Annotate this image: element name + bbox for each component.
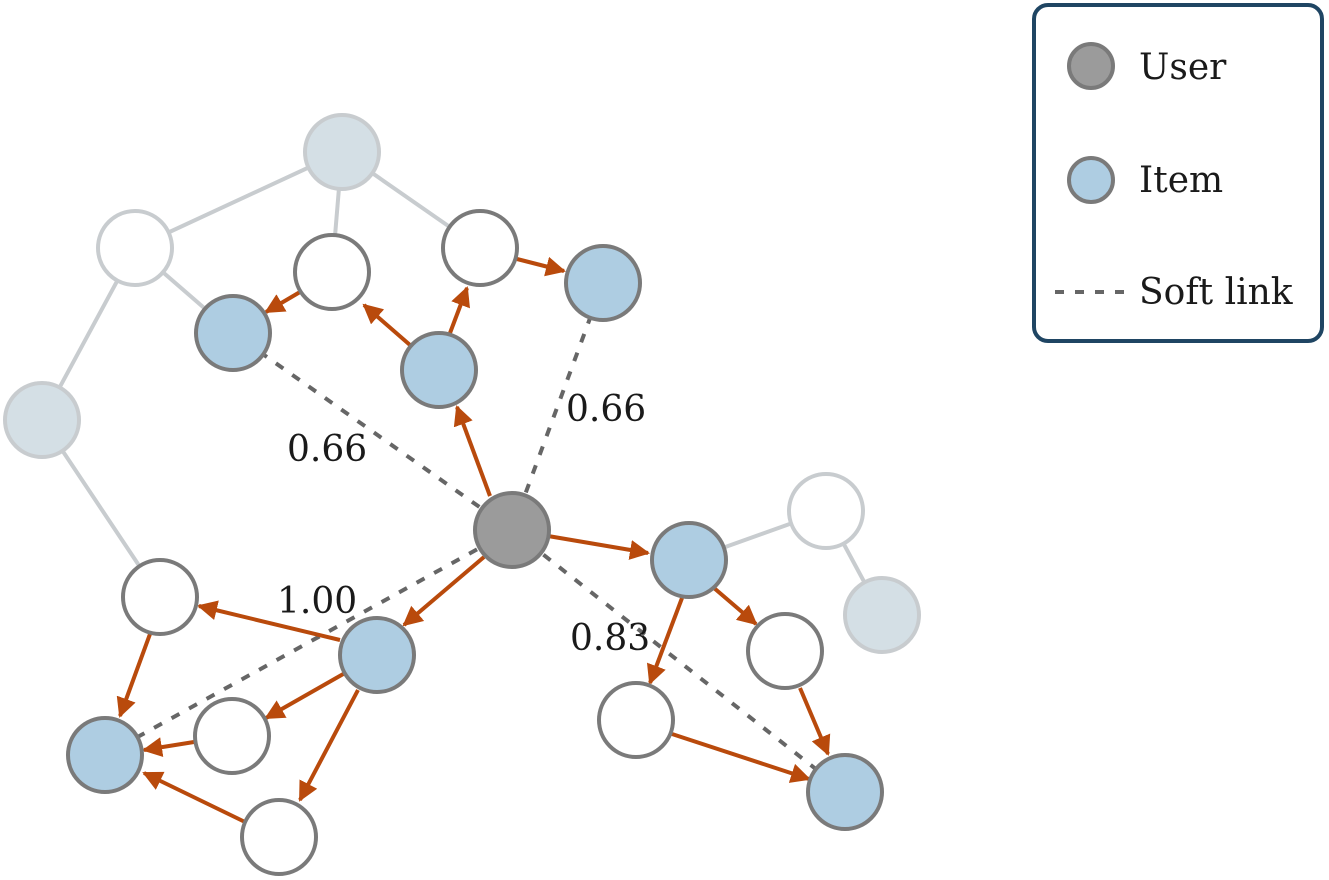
- weight-label-upper-right: 0.66: [566, 389, 646, 430]
- item-node: [806, 753, 884, 831]
- faded-item-node: [3, 381, 81, 459]
- nodes: [3, 113, 921, 876]
- legend-item-swatch: [1067, 156, 1115, 204]
- item-node: [650, 521, 728, 599]
- legend-box: [1032, 3, 1324, 343]
- empty-node: [193, 697, 271, 775]
- legend-user-label: User: [1139, 47, 1227, 88]
- item-node: [338, 616, 416, 694]
- empty-node: [121, 558, 199, 636]
- item-node: [400, 331, 478, 409]
- soft-links: [104, 282, 847, 794]
- legend-soft-link-label: Soft link: [1139, 272, 1294, 313]
- weight-label-lower-right: 0.83: [570, 618, 650, 659]
- soft-link-user-to-item-lower-left: [104, 528, 513, 757]
- item-node: [194, 294, 272, 372]
- faded-item-node: [303, 113, 381, 191]
- soft-link-labels: 0.66 0.66 1.00 0.83: [277, 389, 650, 659]
- empty-node: [597, 681, 675, 759]
- legend-user-swatch: [1067, 42, 1115, 90]
- directed-edges: [116, 256, 831, 824]
- legend: User Item Soft link: [1032, 3, 1324, 343]
- soft-link-user-to-item-upper-right: [510, 282, 605, 531]
- soft-link-user-to-item-upper-left: [231, 331, 514, 532]
- weight-label-lower-left: 1.00: [277, 581, 357, 622]
- empty-node: [240, 798, 318, 876]
- item-node: [66, 716, 144, 794]
- faded-empty-node: [96, 209, 174, 287]
- empty-node: [746, 612, 824, 690]
- faded-empty-node: [787, 472, 865, 550]
- faded-item-node: [843, 576, 921, 654]
- item-node: [564, 244, 642, 322]
- legend-item-label: Item: [1139, 160, 1223, 201]
- user-node: [473, 491, 551, 569]
- empty-node: [293, 233, 371, 311]
- empty-node: [441, 209, 519, 287]
- weight-label-upper-left: 0.66: [287, 429, 367, 470]
